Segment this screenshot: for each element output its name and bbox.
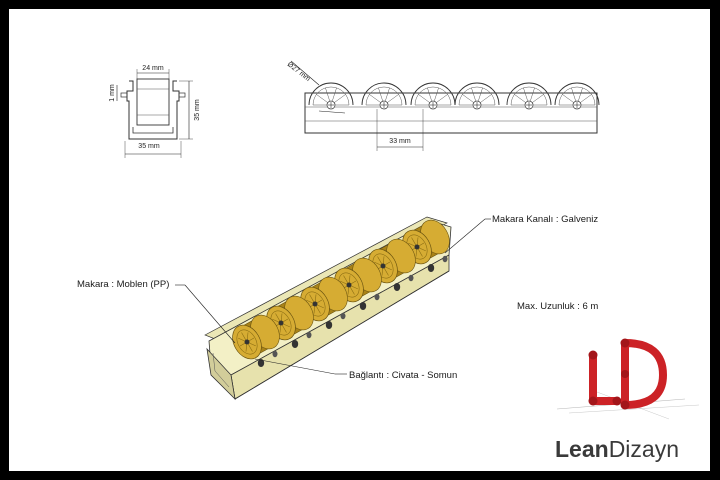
dim-top-width: 24 mm	[142, 65, 164, 72]
callout-fastener: Bağlantı : Civata - Somun	[349, 370, 457, 381]
bolt-hole-6	[427, 264, 435, 272]
bolt-hole-1	[257, 359, 265, 367]
lean-dizayn-logo: LeanDizayn	[555, 338, 700, 462]
iso-roller-2	[266, 295, 314, 341]
nut-hole-5	[408, 274, 414, 282]
nut-hole-4	[374, 293, 380, 301]
nut-hole-6	[442, 255, 448, 263]
brand-name-light: Dizayn	[609, 436, 679, 462]
dim-profile-width: 35 mm	[138, 143, 160, 150]
callouts: Makara Kanalı : Galveniz Makara : Moblen…	[77, 214, 598, 381]
dim-profile-height: 35 mm	[194, 99, 201, 121]
nut-hole-3	[340, 312, 346, 320]
bolt-hole-5	[393, 283, 401, 291]
bolt-hole-4	[359, 302, 367, 310]
side-elevation-view: Ø27 mm 33 mm	[286, 60, 600, 151]
nut-hole-1	[272, 350, 278, 358]
nut-hole-2	[306, 331, 312, 339]
dim-roller-pitch: 33 mm	[389, 138, 411, 145]
side-roller-3	[410, 82, 456, 110]
dim-roller-diameter: Ø27 mm	[286, 61, 312, 83]
technical-drawing: 24 mm 1 mm 35 mm 35 mm Ø27 mm 33 mm	[77, 60, 700, 462]
isometric-view	[204, 216, 452, 401]
bolt-hole-2	[291, 340, 299, 348]
side-roller-5	[506, 82, 552, 110]
callout-channel: Makara Kanalı : Galveniz	[492, 214, 598, 225]
side-roller-1	[308, 82, 354, 110]
dim-lip-height: 1 mm	[109, 84, 116, 102]
iso-roller-1	[232, 314, 280, 360]
callout-max-length: Max. Uzunluk : 6 m	[517, 301, 598, 312]
bolt-hole-3	[325, 321, 333, 329]
callout-roller: Makara : Moblen (PP)	[77, 279, 169, 290]
side-roller-2	[361, 82, 407, 110]
side-roller-4	[454, 82, 500, 110]
drawing-sheet: 24 mm 1 mm 35 mm 35 mm Ø27 mm 33 mm	[9, 9, 710, 471]
brand-name-bold: Lean	[555, 436, 609, 462]
ld-monogram-icon	[556, 338, 700, 420]
brand-wordmark: LeanDizayn	[555, 436, 679, 462]
side-roller-6	[554, 82, 600, 110]
cross-section-view: 24 mm 1 mm 35 mm 35 mm	[109, 65, 201, 158]
